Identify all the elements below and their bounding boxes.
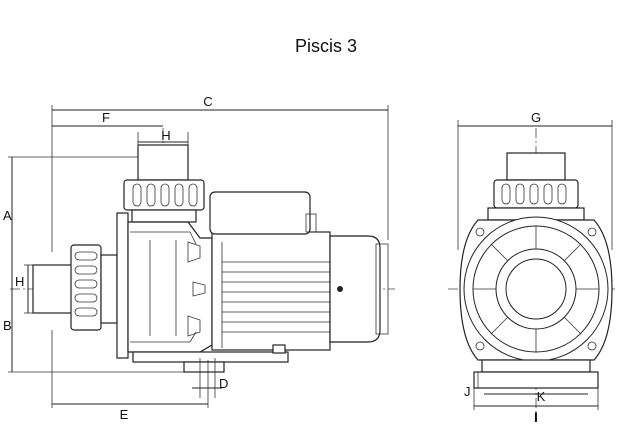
discharge-neck	[131, 209, 197, 223]
fan-cover	[375, 243, 389, 335]
pump-base	[132, 351, 289, 363]
cable-gland	[305, 213, 317, 233]
dimension-label-f: F	[102, 110, 110, 125]
shaft-ring	[505, 258, 567, 320]
suction-neck	[100, 254, 118, 324]
suction-pipe	[32, 264, 74, 314]
pump-flange	[116, 212, 129, 359]
base-support	[272, 344, 286, 354]
front-base	[481, 359, 591, 373]
dimension-label-e: E	[120, 407, 129, 422]
front-base-foot	[473, 371, 599, 389]
dimension-label-a: A	[3, 208, 12, 223]
discharge-pipe	[137, 144, 189, 181]
dimension-label-g: G	[531, 110, 541, 125]
pump-side-view: C F H A B H E D	[3, 94, 395, 422]
dimension-label-b: B	[3, 318, 12, 333]
dimension-label-i: I	[534, 409, 538, 425]
terminal-box	[209, 191, 311, 235]
drawing-title: Piscis 3	[295, 36, 357, 56]
discharge-union-nut	[123, 179, 205, 211]
dimension-label-k: K	[537, 389, 546, 404]
dimension-label-h-top: H	[161, 128, 170, 143]
front-discharge-pipe	[506, 152, 566, 181]
base-foot	[183, 361, 225, 373]
dimension-label-h-side: H	[15, 274, 24, 289]
dimension-label-d: D	[219, 376, 228, 391]
dimension-label-j: J	[464, 384, 471, 399]
motor-screw	[337, 286, 343, 292]
motor-end-cap	[329, 235, 381, 343]
pump-front-view: G K I J	[448, 110, 615, 425]
dimension-label-c: C	[203, 94, 212, 109]
